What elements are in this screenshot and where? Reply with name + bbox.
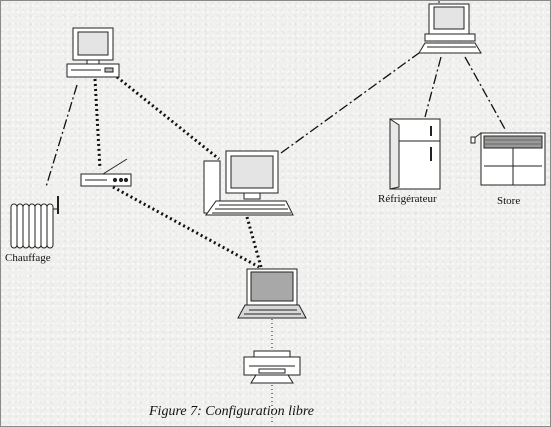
radiator-icon <box>10 196 59 249</box>
link-server-store <box>464 56 507 132</box>
window-blind-icon <box>470 132 546 186</box>
refrigerator-icon <box>389 118 441 190</box>
label-refrigerateur: Réfrigérateur <box>378 193 437 205</box>
link-central-laptop <box>245 216 263 268</box>
desktop-computer-icon <box>66 27 120 78</box>
network-hub-icon <box>80 158 132 187</box>
link-pc-radiator <box>45 84 78 188</box>
link-server-fridge <box>424 56 442 118</box>
link-pc-hub <box>93 78 102 170</box>
printer-icon <box>243 350 301 384</box>
central-computer-icon <box>203 150 294 216</box>
link-central-server <box>280 52 420 154</box>
connections <box>45 1 507 424</box>
link-hub-laptop <box>112 185 260 269</box>
figure-caption: Figure 7: Configuration libre <box>149 404 315 419</box>
desktop-computer-icon <box>418 3 482 54</box>
label-store: Store <box>497 195 520 207</box>
laptop-icon <box>237 268 307 319</box>
link-pc-central <box>116 75 220 161</box>
label-chauffage: Chauffage <box>5 252 51 264</box>
